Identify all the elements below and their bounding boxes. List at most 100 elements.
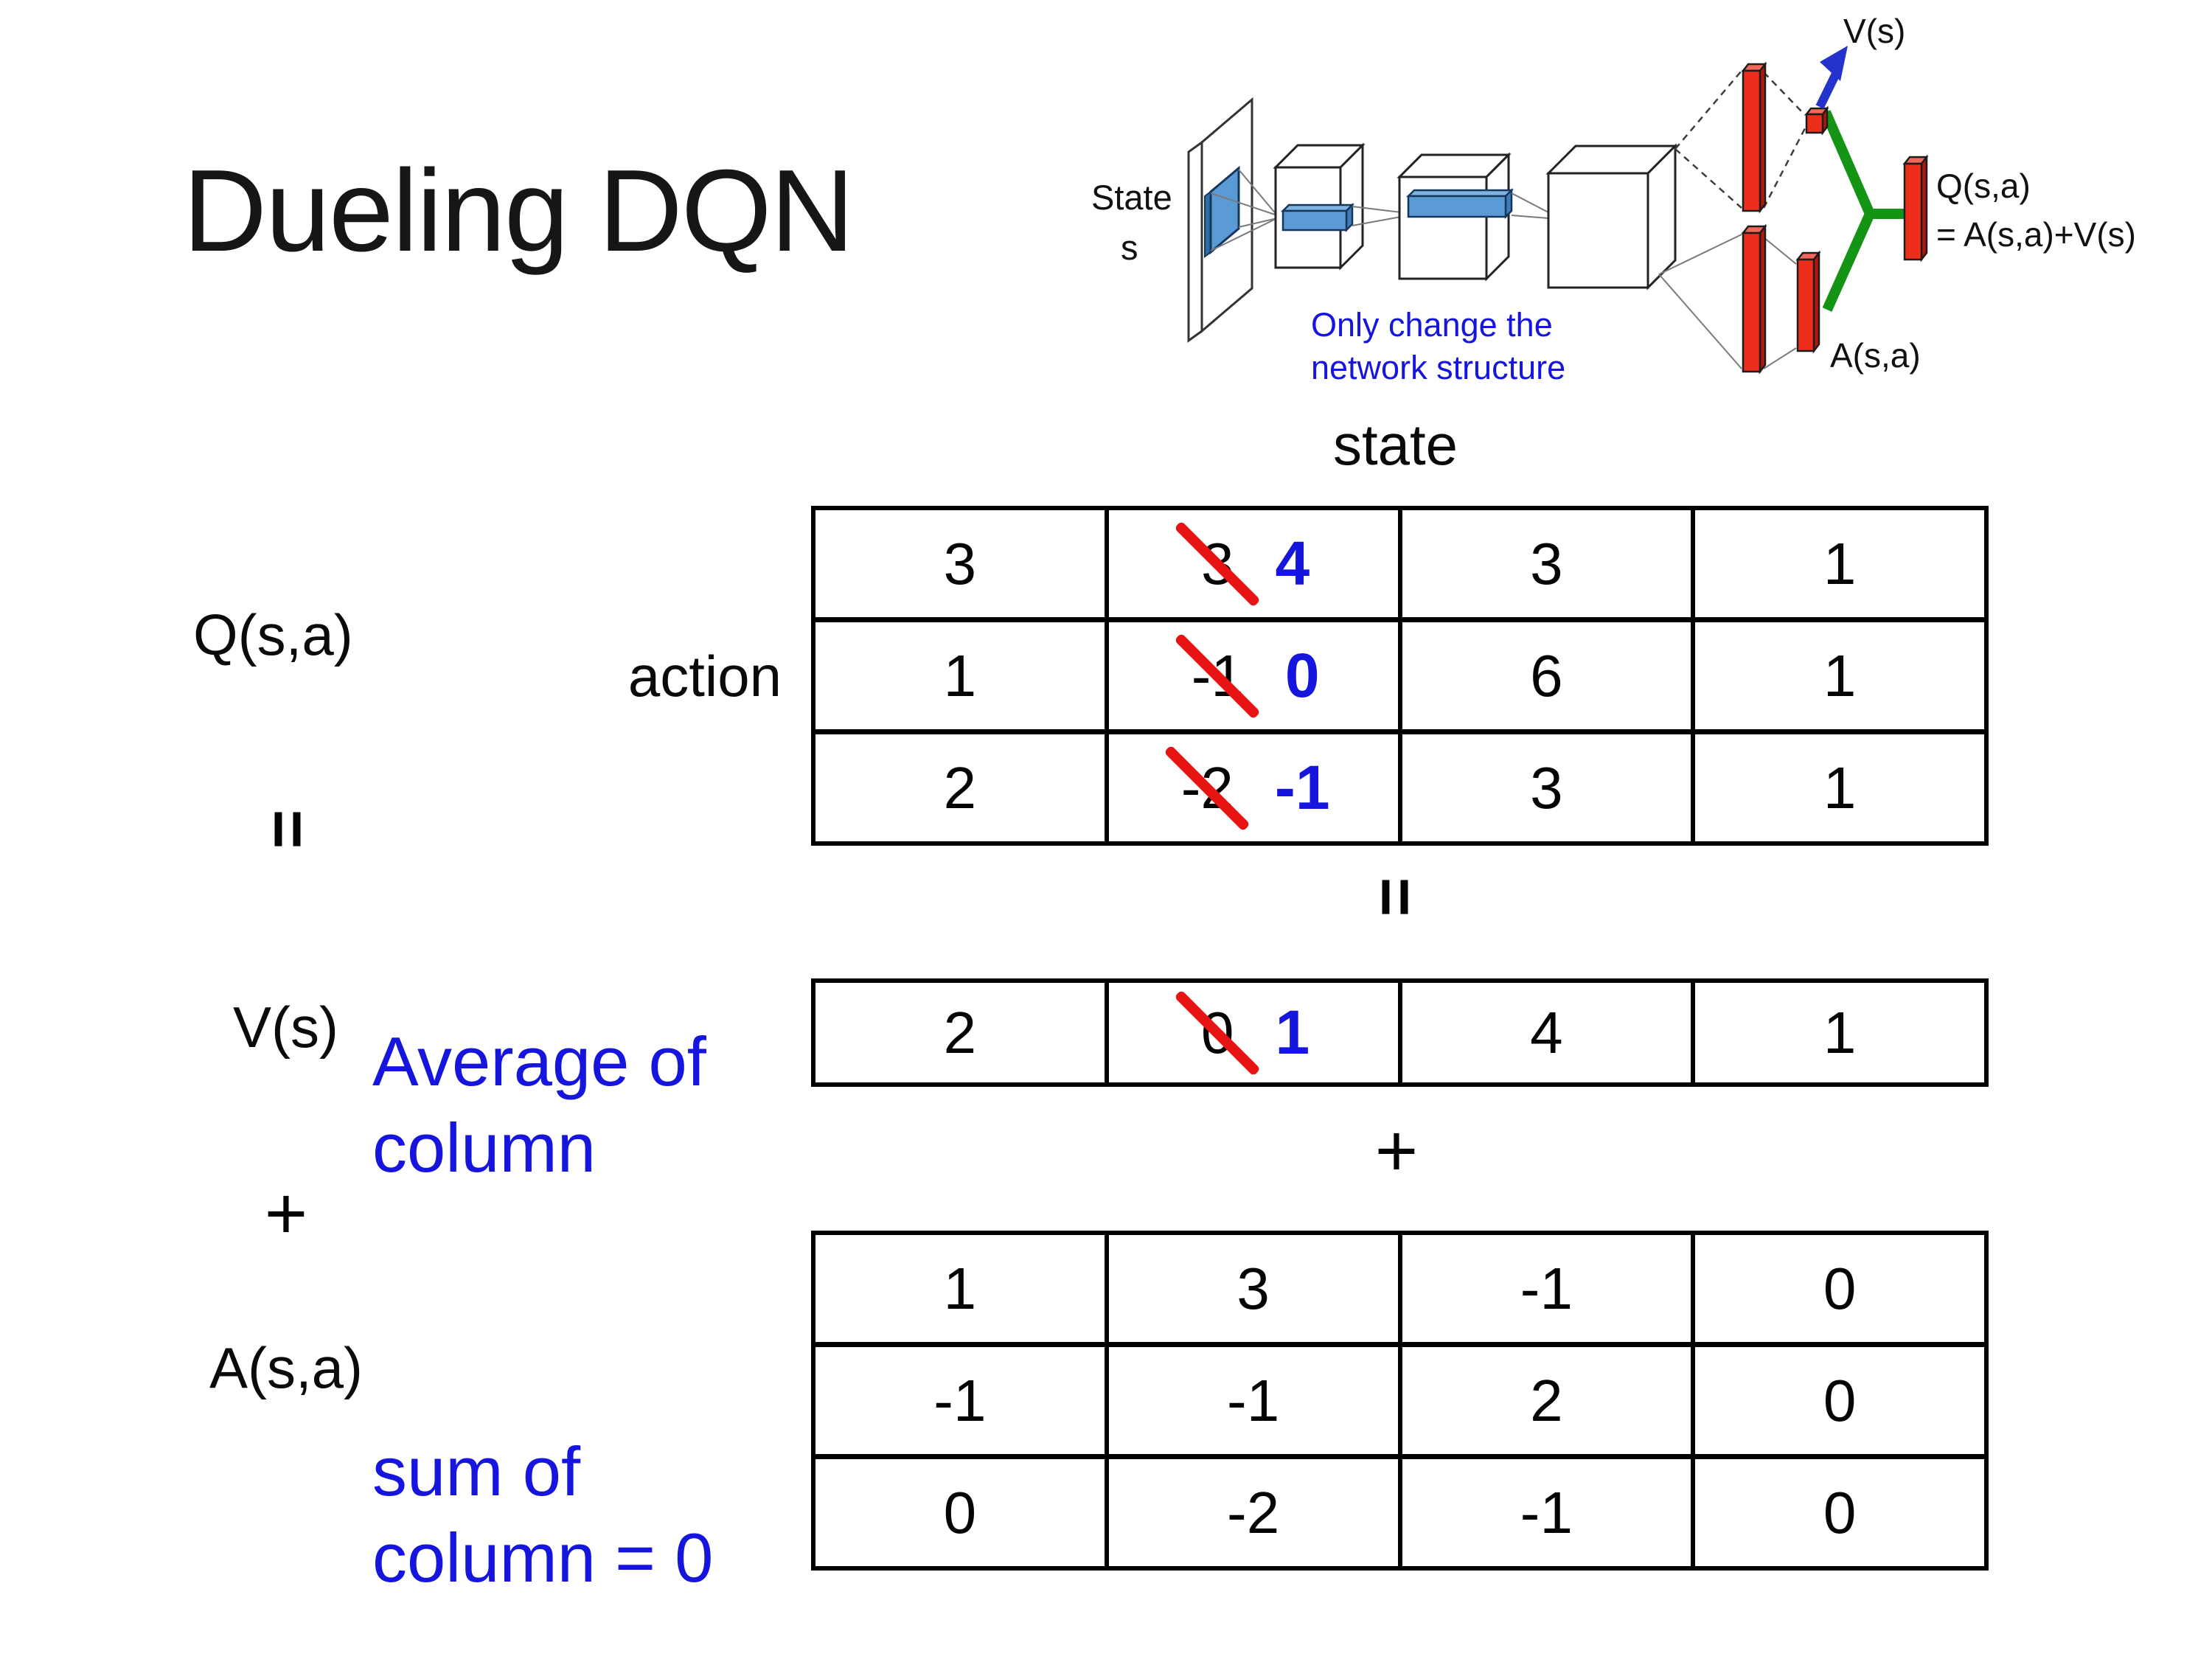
table-row: 2 0 1 4 1 — [815, 983, 1984, 1082]
q-cell: 1 — [815, 622, 1105, 729]
sum-note: sum of column = 0 — [372, 1429, 713, 1601]
fc-box — [1545, 143, 1678, 291]
q-cell: 1 — [1691, 622, 1984, 729]
sum-note-line2: column = 0 — [372, 1518, 714, 1596]
a-cell: 0 — [1691, 1347, 1984, 1454]
state-axis-label: state — [1332, 412, 1458, 477]
page-title: Dueling DQN — [183, 146, 855, 276]
q-output-bar — [1902, 154, 1929, 262]
table-row: -1 -1 2 0 — [815, 1342, 1984, 1454]
crossed-value: -1 — [1174, 632, 1261, 720]
cell-value: -2 — [1227, 1479, 1280, 1545]
v-scalar-box — [1804, 105, 1829, 136]
q-cell: 1 — [1691, 734, 1984, 841]
cell-value: 1 — [1823, 999, 1857, 1065]
v-table: 2 0 1 4 1 — [811, 978, 1989, 1087]
a-cell: -1 — [815, 1347, 1105, 1454]
old-new-pair: 0 1 — [1174, 989, 1310, 1077]
q-cell-corrected: -1 0 — [1104, 622, 1398, 729]
cell-value: 1 — [1823, 754, 1857, 821]
cell-value: 3 — [1237, 1255, 1270, 1321]
q-cell: 6 — [1397, 622, 1691, 729]
diagram-q-output-formula: = A(s,a)+V(s) — [1936, 215, 2136, 254]
v-cell: 2 — [815, 983, 1105, 1082]
table-row: 0 -2 -1 0 — [815, 1454, 1984, 1566]
plus-sign-middle: + — [1374, 1109, 1419, 1192]
a-table: 1 3 -1 0 -1 -1 2 0 0 -2 -1 0 — [811, 1231, 1989, 1571]
cell-value: 2 — [1530, 1367, 1563, 1433]
q-term-label: Q(s,a) — [193, 602, 353, 667]
a-term-label: A(s,a) — [209, 1335, 364, 1400]
v-output-arrow — [1815, 46, 1848, 109]
cell-value: -1 — [1520, 1479, 1573, 1545]
old-new-pair: -2 -1 — [1164, 744, 1330, 832]
equals-sign-left: = — [250, 809, 326, 849]
corrected-value: 0 — [1284, 641, 1320, 710]
conv-fan-1 — [1210, 169, 1278, 251]
a-cell: 0 — [815, 1459, 1105, 1566]
cell-value: 0 — [1823, 1255, 1857, 1321]
a-cell: 1 — [815, 1235, 1105, 1342]
q-cell-corrected: 3 4 — [1104, 510, 1398, 617]
a-cell: -2 — [1104, 1459, 1398, 1566]
v-term-label: V(s) — [233, 995, 338, 1060]
cell-value: 6 — [1530, 642, 1563, 709]
a-cell: -1 — [1104, 1347, 1398, 1454]
a-cell: -1 — [1397, 1459, 1691, 1566]
q-cell: 3 — [1397, 510, 1691, 617]
cell-value: 4 — [1530, 999, 1563, 1065]
corrected-value: 4 — [1275, 529, 1310, 598]
old-new-pair: -1 0 — [1174, 632, 1320, 720]
cell-value: 2 — [943, 754, 977, 821]
conv-fan-3 — [1511, 192, 1549, 219]
plus-sign-left: + — [264, 1172, 308, 1255]
average-note: Average of column — [372, 1019, 706, 1191]
crossed-value: 3 — [1174, 520, 1261, 608]
a-cell: 0 — [1691, 1459, 1984, 1566]
conv-fan-2 — [1352, 206, 1402, 226]
conv-filter-patch — [1204, 165, 1240, 258]
corrected-value: 1 — [1275, 998, 1310, 1067]
v-cell: 1 — [1691, 983, 1984, 1082]
crossed-value: 0 — [1174, 989, 1261, 1077]
cell-value: 0 — [1823, 1367, 1857, 1433]
cell-value: 1 — [943, 642, 977, 709]
value-stream-dashed-links — [1674, 70, 1806, 209]
diagram-state-label-line2: s — [1121, 228, 1138, 267]
action-axis-label: action — [627, 644, 782, 709]
q-cell: 2 — [815, 734, 1105, 841]
cell-value: 0 — [943, 1479, 977, 1545]
advantage-stream-links — [1658, 234, 1797, 369]
v-cell: 4 — [1397, 983, 1691, 1082]
table-row: 1 3 -1 0 — [815, 1235, 1984, 1342]
dueling-network-diagram: State s — [1091, 12, 2136, 386]
feature-bar-2 — [1405, 187, 1514, 220]
average-note-line1: Average of — [372, 1023, 706, 1100]
fc-bar-advantage — [1741, 223, 1767, 375]
advantage-vector-bar — [1795, 250, 1821, 354]
q-cell: 3 — [1397, 734, 1691, 841]
a-cell: 2 — [1397, 1347, 1691, 1454]
a-cell: 3 — [1104, 1235, 1398, 1342]
cell-value: -1 — [1520, 1255, 1573, 1321]
cell-value: 0 — [1823, 1479, 1857, 1545]
cell-value: 1 — [943, 1255, 977, 1321]
table-row: 1 -1 0 6 1 — [815, 617, 1984, 729]
q-table: 3 3 4 3 1 1 -1 0 6 1 2 — [811, 506, 1989, 846]
cell-value: 3 — [1530, 530, 1563, 597]
diagram-a-output-label: A(s,a) — [1830, 336, 1921, 375]
q-cell-corrected: -2 -1 — [1104, 734, 1398, 841]
diagram-v-output-label: V(s) — [1843, 12, 1905, 50]
diagram-note-line1: Only change the — [1311, 306, 1553, 344]
cell-value: 3 — [943, 530, 977, 597]
q-cell: 1 — [1691, 510, 1984, 617]
corrected-value: -1 — [1274, 753, 1330, 822]
feature-bar-1 — [1280, 202, 1355, 233]
v-cell-corrected: 0 1 — [1104, 983, 1398, 1082]
average-note-line2: column — [372, 1108, 597, 1186]
fc-bar-value — [1741, 61, 1767, 214]
cell-value: -1 — [1227, 1367, 1280, 1433]
crossed-value: -2 — [1164, 744, 1251, 832]
old-new-pair: 3 4 — [1174, 520, 1310, 608]
